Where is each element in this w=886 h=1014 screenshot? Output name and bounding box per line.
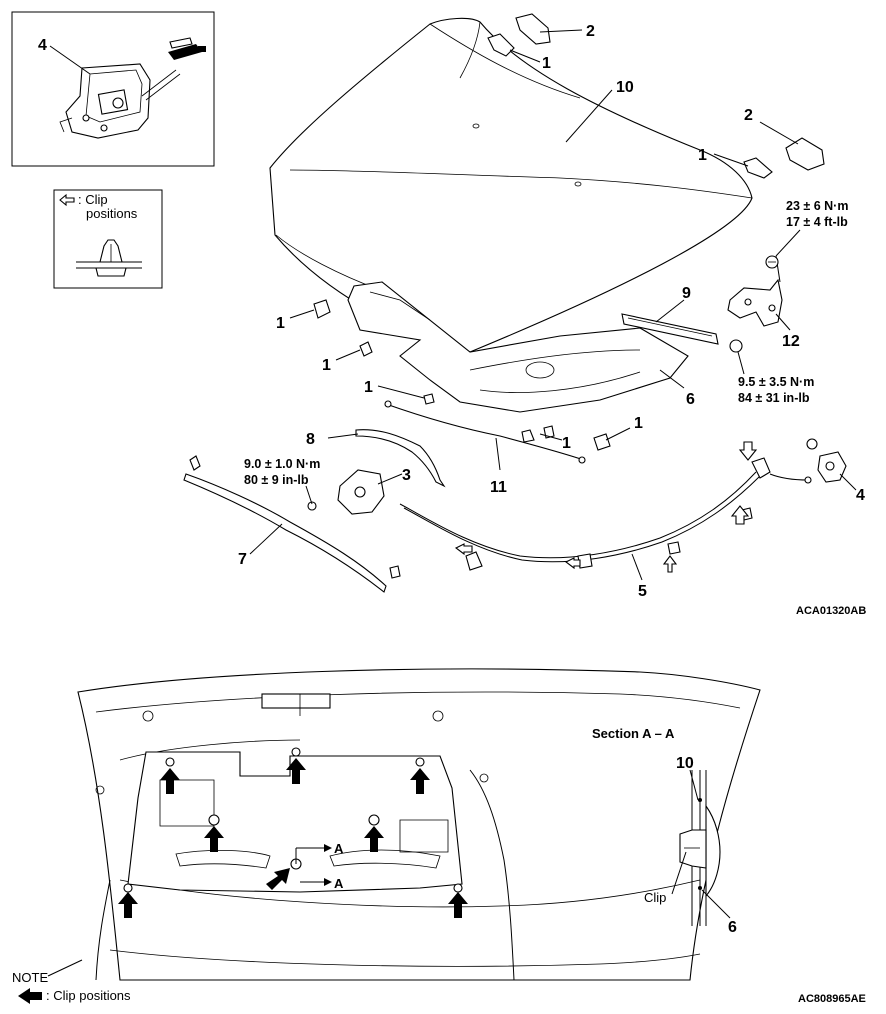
callout-1: 1	[634, 415, 643, 432]
torque-hinge-bolt-nm: 23 ± 6 N·m	[786, 199, 848, 213]
clip-arrow-icons-top	[454, 441, 758, 573]
hinge-nut	[729, 339, 743, 353]
rubber-bumper-1f	[521, 425, 555, 443]
callout-7: 7	[238, 551, 247, 568]
callout-1: 1	[562, 435, 571, 452]
rubber-bumper-1g	[593, 433, 611, 451]
torque-hinge-bolt-ftlb: 17 ± 4 ft-lb	[786, 215, 848, 229]
rubber-bumper-1d	[359, 341, 373, 357]
callout-1: 1	[364, 379, 373, 396]
hood-latch-3	[307, 469, 385, 515]
callout-2: 2	[586, 23, 595, 40]
rubber-bumper-1e	[423, 393, 435, 405]
torque-latch-inlb: 80 ± 9 in-lb	[244, 473, 309, 487]
note-title: NOTE	[12, 970, 48, 985]
torque-specs: 23 ± 6 N·m 17 ± 4 ft-lb 9.5 ± 3.5 N·m 84…	[244, 199, 848, 487]
callout-8: 8	[306, 431, 315, 448]
rubber-bumper-1b	[743, 157, 773, 179]
rubber-bumper-1a	[487, 33, 515, 57]
callout-6: 6	[686, 391, 695, 408]
torque-latch-nm: 9.0 ± 1.0 N·m	[244, 457, 320, 471]
callout-12: 12	[782, 333, 800, 350]
callout-1: 1	[322, 357, 331, 374]
clip-legend-line2: positions	[86, 206, 138, 221]
rod-holder-8	[355, 429, 446, 488]
figure-code-top: ACA01320AB	[796, 605, 866, 617]
latch-inset-box: 4	[11, 11, 215, 167]
callout-1: 1	[542, 55, 551, 72]
callouts-top: 2 1 10 2 1 1 1 1 9 12 6 8 1 1 11 3 7 5 4	[238, 23, 865, 600]
note-text: : Clip positions	[46, 988, 131, 1003]
clip-label: Clip	[644, 890, 666, 905]
hood-support-rod-11	[384, 400, 586, 471]
callout-4: 4	[856, 487, 865, 504]
clip-arrow-icons-bottom	[118, 758, 468, 918]
clip-legend-box: : Clip positions	[53, 189, 163, 289]
callout-leaders	[249, 29, 857, 581]
callout-11: 11	[490, 479, 507, 496]
callout-9: 9	[682, 285, 691, 302]
rubber-bumper-1c	[313, 299, 331, 319]
hinge-bolt	[765, 255, 779, 269]
clip-arrow-icon	[18, 988, 42, 1004]
torque-hinge-nut-nm: 9.5 ± 3.5 N·m	[738, 375, 814, 389]
release-handle-4	[806, 438, 847, 483]
callout-2: 2	[744, 107, 753, 124]
section-label-a-2: A	[334, 876, 344, 891]
release-cable-5	[399, 457, 812, 571]
weatherstrip-9	[621, 313, 719, 345]
hood-stopper-2-top	[515, 13, 551, 45]
callout-10: 10	[676, 755, 694, 772]
hood-inner-frame	[347, 281, 689, 413]
clip-legend-line1: : Clip	[78, 192, 108, 207]
callout-3: 3	[402, 467, 411, 484]
hood-panel	[269, 17, 753, 353]
clip-icon	[76, 239, 142, 277]
hood-stopper-2-right	[785, 137, 825, 171]
torque-hinge-nut-inlb: 84 ± 31 in-lb	[738, 391, 810, 405]
hood-seal-7	[183, 455, 401, 593]
section-a-a-detail: Section A – A 10 Clip 6	[592, 726, 737, 936]
note-legend: NOTE : Clip positions	[12, 959, 131, 1004]
callout-4: 4	[38, 37, 47, 54]
callout-10: 10	[616, 79, 634, 96]
tool-icon	[168, 37, 206, 60]
clip-arrow-icon	[59, 193, 75, 207]
section-title: Section A – A	[592, 726, 675, 741]
hood-underside-view	[77, 668, 761, 981]
callout-5: 5	[638, 583, 647, 600]
latch-assembly-drawing	[59, 63, 181, 139]
callout-1: 1	[698, 147, 707, 164]
section-label-a-1: A	[334, 841, 344, 856]
callout-1: 1	[276, 315, 285, 332]
callout-6: 6	[728, 919, 737, 936]
section-markers: A A	[295, 841, 344, 891]
hood-hinge-12	[727, 255, 783, 327]
figure-code-bottom: AC808965AE	[798, 993, 866, 1005]
